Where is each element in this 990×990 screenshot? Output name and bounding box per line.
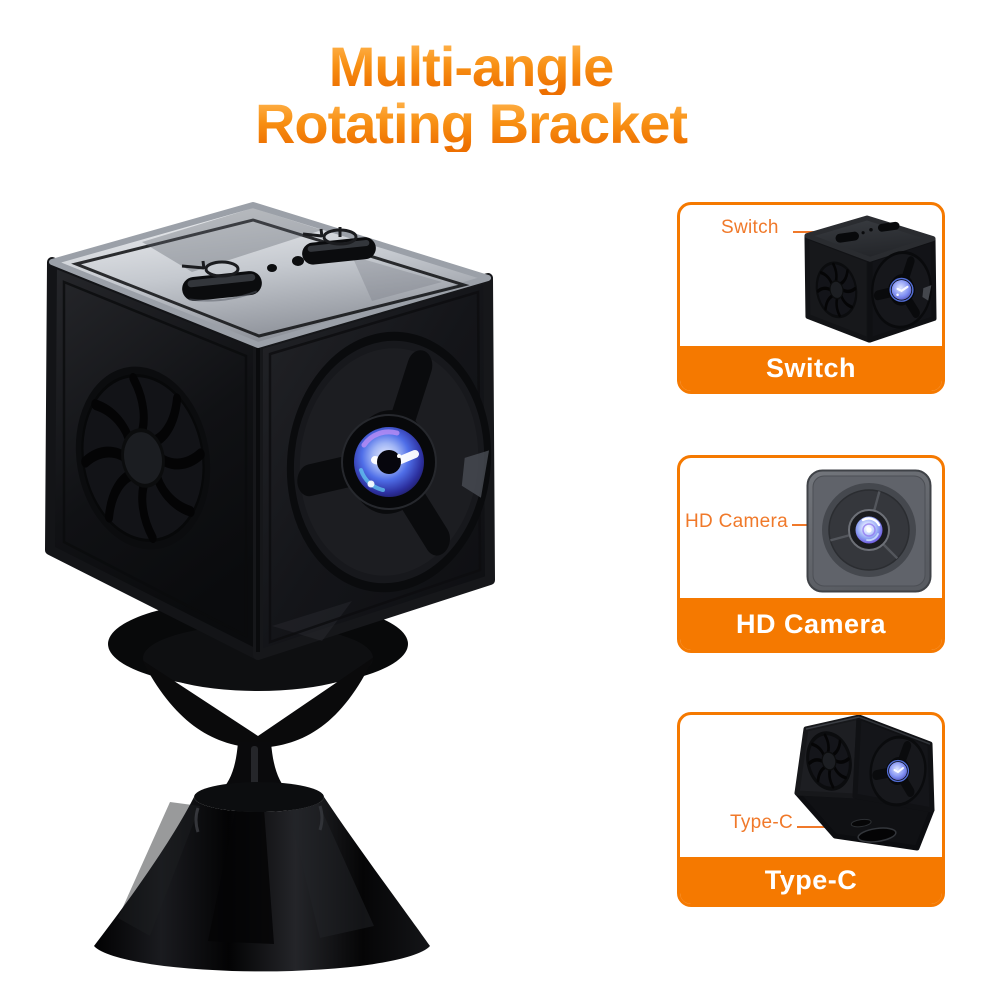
callout-label-type-c: Type-C	[730, 812, 794, 833]
cube-camera-illustration	[45, 202, 495, 972]
mic-led-holes	[267, 256, 304, 272]
power-button	[302, 237, 376, 265]
mini-fan	[806, 731, 852, 791]
hd-camera-view-image	[806, 469, 932, 593]
type-c-view-image	[785, 715, 937, 861]
mini-lens	[888, 276, 915, 304]
feature-card-type-c: Type-C	[677, 712, 945, 907]
switch-view-image	[796, 213, 942, 347]
callout-label-switch: Switch	[721, 217, 779, 238]
feature-card-hd-camera: HD Camera	[677, 455, 945, 653]
title-line-2: Rotating Bracket	[71, 95, 871, 152]
rotating-bracket-base	[94, 599, 430, 972]
feature-banner-hd-camera: HD Camera	[680, 598, 942, 650]
mini-lens	[886, 759, 910, 783]
mini-fan	[815, 261, 858, 319]
hd-lens	[848, 509, 890, 551]
power-icon	[302, 227, 358, 246]
title-line-1: Multi-angle	[71, 38, 871, 95]
feature-banner-switch: Switch	[680, 346, 942, 391]
record-button	[182, 271, 262, 302]
page-title: Multi-angle Rotating Bracket	[71, 38, 871, 152]
type-c-port	[850, 818, 897, 843]
main-product-image	[22, 196, 504, 984]
record-icon	[181, 260, 240, 278]
mini-buttons	[835, 221, 900, 243]
callout-label-hd-camera: HD Camera	[685, 511, 788, 532]
feature-card-switch: Switch	[677, 202, 945, 394]
camera-lens	[341, 414, 437, 510]
fan-grille	[75, 366, 211, 550]
feature-banner-type-c: Type-C	[680, 857, 942, 904]
